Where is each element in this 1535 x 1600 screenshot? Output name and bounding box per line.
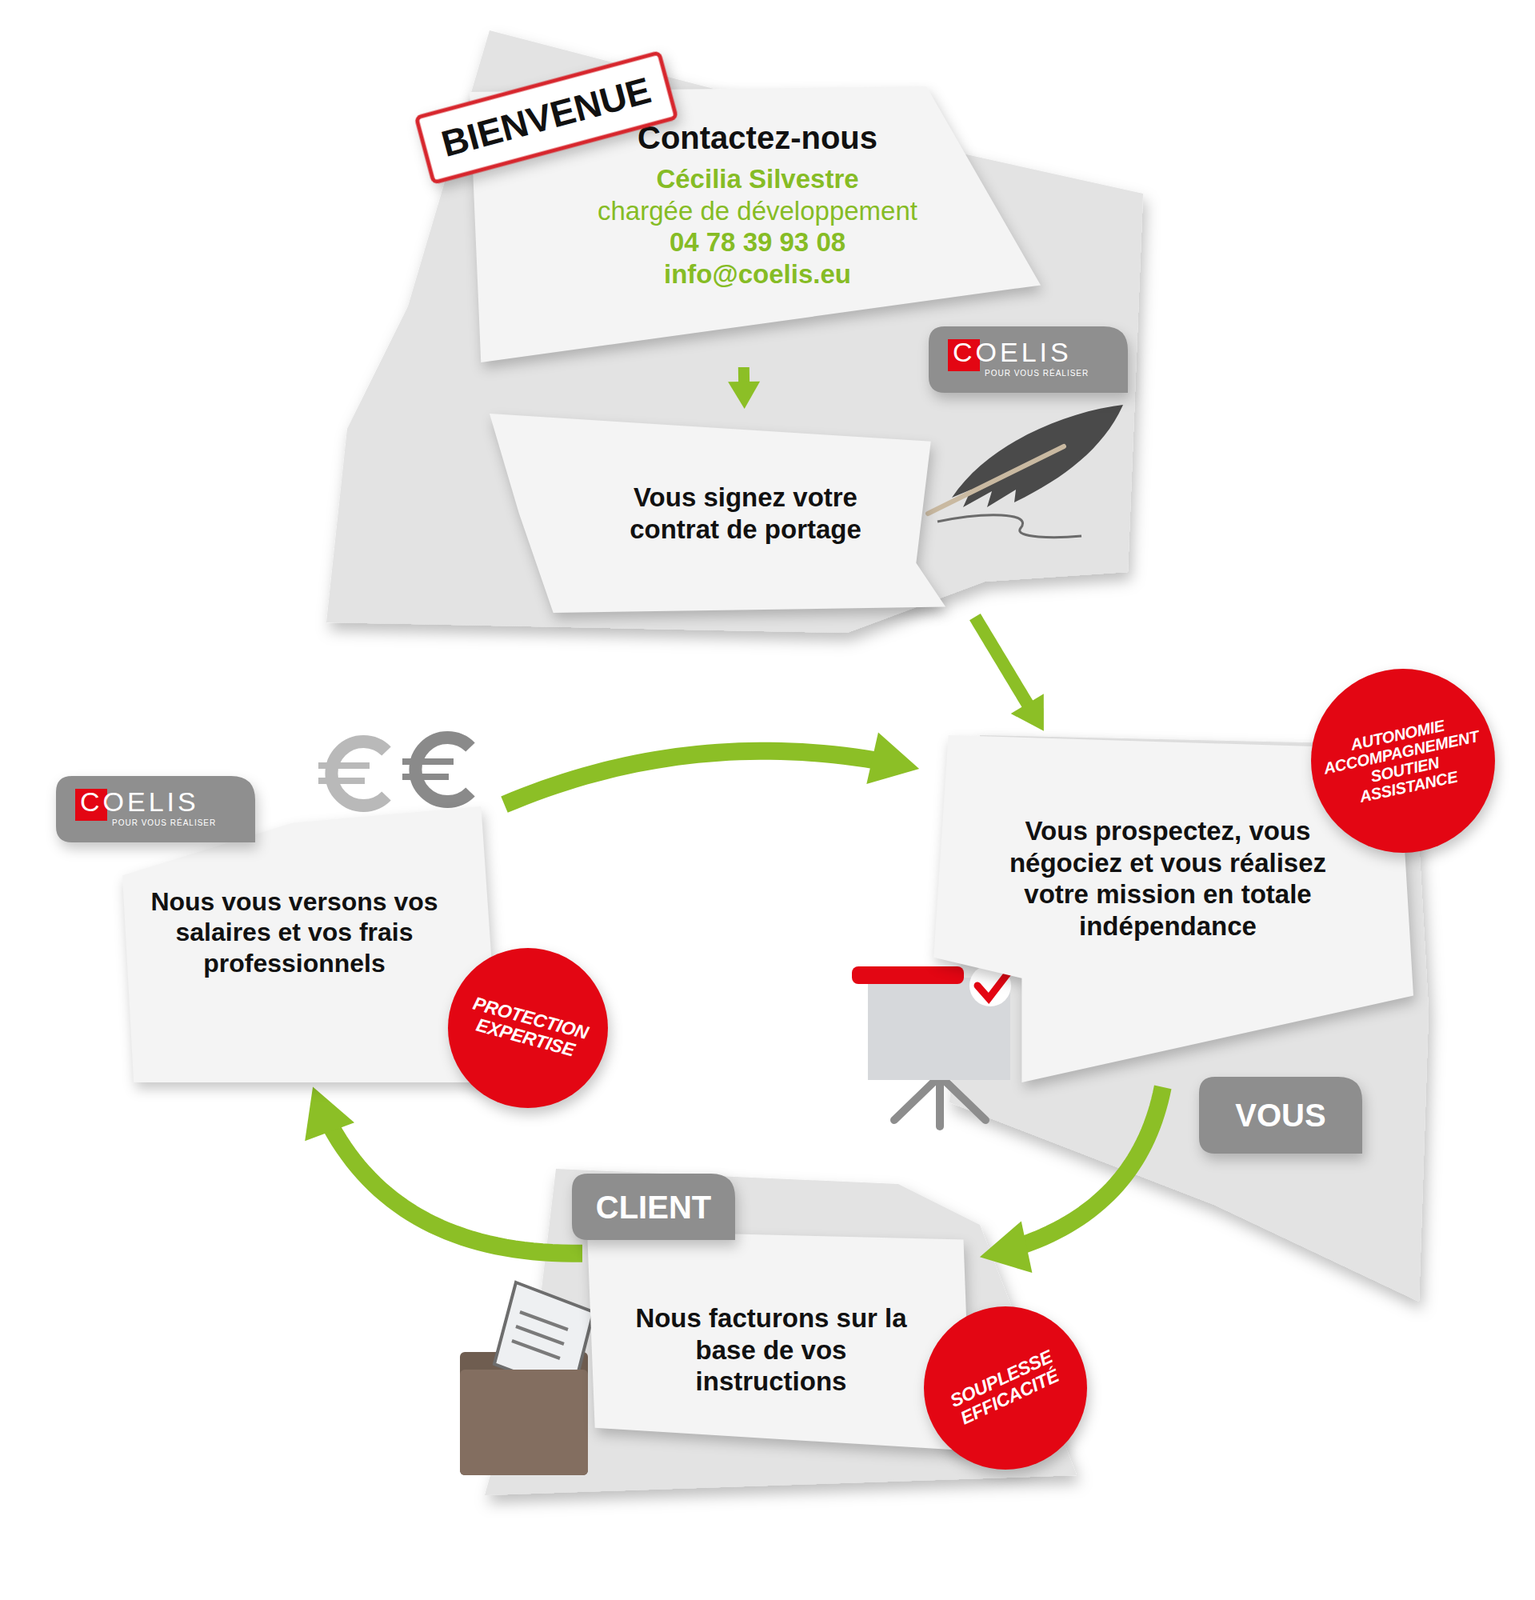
node-heading: Vous prospectez, vous négociez et vous r… (979, 815, 1356, 942)
process-box: Vous signez votre contrat de portage (489, 413, 980, 613)
arrow-shaft (331, 1126, 583, 1254)
arrow-head (866, 732, 920, 784)
node-heading: CLIENT (595, 1187, 712, 1227)
flow-arrow (979, 1087, 1164, 1273)
node-heading: PROTECTION EXPERTISE (465, 992, 591, 1063)
box-outline (122, 806, 500, 1083)
node-heading: Contactez-nous (637, 118, 878, 157)
node-heading: AUTONOMIE ACCOMPAGNEMENT SOUTIEN ASSISTA… (1318, 709, 1488, 812)
process-box: Nous vous versons vos salaires et vos fr… (122, 806, 500, 1083)
arrow-shaft (738, 367, 750, 384)
badge-circle (923, 1306, 1088, 1470)
arrow-head (304, 1087, 355, 1142)
node-heading: Nous facturons sur la base de vos instru… (619, 1302, 924, 1398)
value-badge: AUTONOMIE ACCOMPAGNEMENT SOUTIEN ASSISTA… (1311, 668, 1496, 853)
badge-circle (1311, 668, 1496, 853)
node-heading: Nous vous versons vos salaires et vos fr… (142, 886, 447, 979)
flow-arrow (727, 367, 760, 409)
node-text: 04 78 39 93 08 (669, 226, 846, 259)
node-heading: Vous signez votre contrat de portage (585, 481, 906, 545)
text-group: COELISPOUR VOUS RÉALISER (79, 785, 248, 828)
badge-circle (447, 947, 608, 1108)
background-panel (326, 30, 1144, 633)
node-heading: SOUPLESSE EFFICACITÉ (947, 1346, 1064, 1430)
node-heading: COELIS (952, 335, 1072, 369)
role-tag: VOUS (1199, 1076, 1363, 1154)
text-group: PROTECTION EXPERTISE (430, 930, 627, 1127)
tag-outline (1199, 1076, 1363, 1154)
feather-icon (927, 404, 1124, 538)
value-badge: SOUPLESSE EFFICACITÉ (923, 1306, 1088, 1470)
tag-outline (571, 1173, 736, 1240)
node-text: chargée de développement (597, 195, 918, 228)
text-group: Vous signez votre contrat de portage (585, 481, 906, 545)
arrow-head (1011, 693, 1044, 732)
folder-icon (459, 1282, 594, 1476)
arrow-shaft (1023, 1087, 1164, 1245)
flow-arrow (504, 732, 920, 805)
text-group: VOUS (1199, 1076, 1363, 1154)
node-heading: VOUS (1235, 1095, 1326, 1135)
text-group: Vous prospectez, vous négociez et vous r… (979, 815, 1356, 942)
euro-icon (318, 737, 471, 806)
tag-outline (928, 326, 1128, 393)
logo-badge: COELISPOUR VOUS RÉALISER (55, 775, 256, 843)
node-shape (489, 413, 980, 613)
node-text: info@coelis.eu (663, 258, 852, 291)
tag-outline (55, 775, 256, 843)
text-group: Nous facturons sur la base de vos instru… (619, 1302, 924, 1398)
flow-arrow (975, 616, 1044, 732)
text-group: AUTONOMIE ACCOMPAGNEMENT SOUTIEN ASSISTA… (1294, 651, 1513, 871)
text-group: Nous vous versons vos salaires et vos fr… (142, 886, 447, 979)
process-box: Nous facturons sur la base de vos instru… (587, 1230, 976, 1460)
arrow-shaft (504, 751, 877, 805)
arrow-shaft (975, 616, 1029, 706)
node-text: POUR VOUS RÉALISER (111, 818, 216, 828)
text-group: COELISPOUR VOUS RÉALISER (952, 335, 1121, 379)
value-badge: PROTECTION EXPERTISE (447, 947, 608, 1108)
arrow-head (979, 1221, 1033, 1274)
node-heading: COELIS (79, 785, 200, 819)
text-group: Contactez-nousCécilia Silvestrechargée d… (549, 118, 966, 290)
box-outline (469, 86, 1041, 363)
node-text: Cécilia Silvestre (655, 163, 859, 196)
node-text: POUR VOUS RÉALISER (984, 368, 1089, 379)
role-tag: CLIENT (571, 1173, 736, 1240)
logo-badge: COELISPOUR VOUS RÉALISER (928, 326, 1128, 393)
flow-arrow (304, 1087, 583, 1254)
arrow-head (727, 381, 760, 409)
easel-icon (851, 964, 1012, 1127)
box-outline (489, 413, 946, 613)
text-group: SOUPLESSE EFFICACITÉ (896, 1279, 1114, 1496)
box-outline (587, 1230, 972, 1452)
text-group: CLIENT (571, 1173, 736, 1240)
